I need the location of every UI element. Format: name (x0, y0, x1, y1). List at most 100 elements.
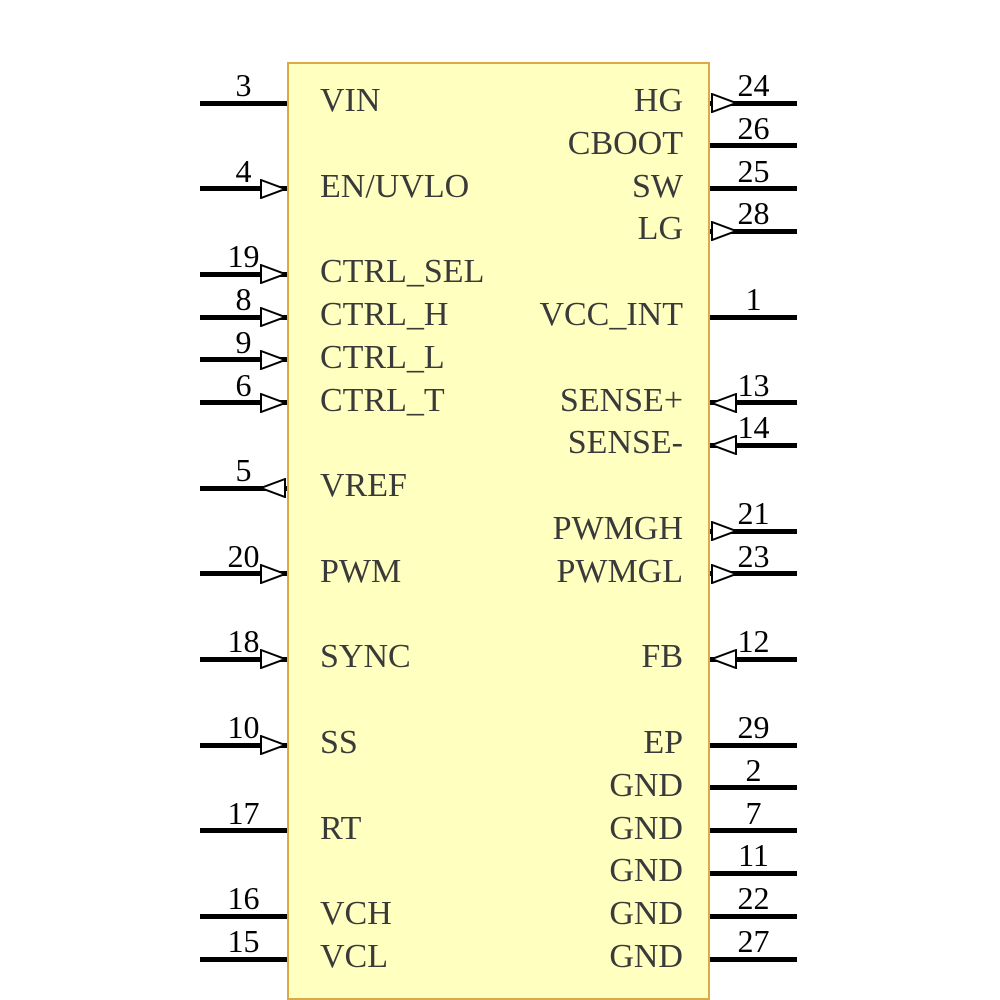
pin-line (710, 870, 797, 876)
pin-line (200, 314, 287, 320)
pin-line (710, 400, 797, 406)
pin-name: CTRL_SEL (320, 253, 485, 291)
output-arrow-icon (711, 220, 739, 242)
pin-line (710, 100, 797, 106)
pin-line (200, 186, 287, 192)
pin-number: 23 (737, 537, 770, 574)
pin-name: PWMGH (552, 510, 683, 547)
pin-line (710, 828, 797, 834)
pin-number: 29 (737, 709, 770, 745)
pin-name: CTRL_T (320, 381, 445, 419)
input-arrow-icon (260, 263, 288, 285)
input-arrow-icon (260, 648, 288, 670)
output-arrow-icon (711, 520, 739, 542)
pin-number: 25 (737, 152, 770, 189)
pin-number: 10 (227, 709, 260, 745)
input-arrow-icon (260, 734, 288, 756)
pin-line (710, 143, 797, 149)
pin-number: 19 (227, 238, 260, 275)
output-arrow-icon (711, 92, 739, 114)
pin-name: SENSE+ (559, 381, 683, 419)
pin-name: SENSE- (567, 424, 683, 462)
pin-name: SW (632, 167, 683, 205)
output-arrow-icon (258, 477, 286, 499)
pin-name: VCC_INT (539, 296, 683, 333)
input-arrow-icon (260, 563, 288, 585)
input-arrow-icon (260, 178, 288, 200)
pin-number: 5 (235, 452, 252, 489)
pin-line (710, 956, 797, 962)
pin-line (710, 528, 797, 534)
pin-line (200, 357, 287, 363)
pin-number: 11 (738, 837, 769, 874)
pin-line (200, 656, 287, 662)
pin-number: 27 (737, 923, 770, 959)
pin-name: RT (320, 809, 362, 847)
pin-line (710, 186, 797, 192)
pin-number: 24 (737, 67, 770, 103)
pin-name: SS (320, 724, 358, 761)
pin-line (710, 571, 797, 577)
pin-line (200, 742, 287, 748)
input-arrow-icon (260, 349, 288, 371)
input-arrow-icon (709, 434, 737, 456)
pin-line (200, 271, 287, 277)
pin-number: 17 (227, 794, 260, 831)
pin-number: 4 (235, 152, 252, 189)
pin-line (200, 828, 287, 834)
pin-number: 6 (235, 366, 252, 403)
pin-name: VCH (320, 895, 392, 933)
pin-name: GND (609, 766, 683, 804)
pin-number: 9 (235, 323, 252, 360)
pin-number: 20 (227, 537, 260, 574)
pin-name: CBOOT (567, 124, 683, 162)
pin-number: 13 (737, 366, 770, 403)
pin-number: 14 (737, 409, 770, 446)
pin-name: EN/UVLO (320, 167, 470, 205)
pin-number: 18 (227, 623, 260, 660)
pin-line (710, 913, 797, 919)
pin-line (200, 913, 287, 919)
pin-number: 8 (235, 281, 252, 317)
pin-line (710, 442, 797, 448)
pin-line (200, 956, 287, 962)
pin-number: 26 (737, 109, 770, 146)
component-body (287, 62, 710, 1000)
pin-number: 3 (235, 67, 252, 103)
pin-number: 2 (745, 751, 762, 788)
pin-number: 7 (745, 794, 762, 831)
pin-number: 28 (737, 195, 770, 232)
pin-number: 1 (745, 281, 762, 317)
pin-name: GND (609, 938, 683, 975)
pin-line (200, 100, 287, 106)
pin-line (710, 314, 797, 320)
pin-name: VIN (320, 82, 381, 119)
input-arrow-icon (709, 392, 737, 414)
pin-name: VCL (320, 938, 388, 975)
pin-name: GND (609, 895, 683, 933)
pin-line (200, 485, 287, 491)
input-arrow-icon (709, 648, 737, 670)
pin-line (710, 742, 797, 748)
pin-number: 21 (737, 495, 770, 531)
pin-line (710, 785, 797, 791)
pin-line (200, 571, 287, 577)
pin-name: HG (633, 82, 683, 119)
pin-number: 15 (227, 923, 260, 959)
pin-line (710, 228, 797, 234)
pin-number: 16 (227, 880, 260, 917)
pin-line (200, 400, 287, 406)
output-arrow-icon (711, 563, 739, 585)
pin-name: EP (643, 724, 683, 761)
pin-number: 22 (737, 880, 770, 917)
pin-name: GND (609, 809, 683, 847)
pin-name: VREF (320, 467, 407, 505)
pin-name: FB (641, 638, 683, 676)
pin-number: 12 (737, 623, 770, 660)
pin-name: CTRL_H (320, 296, 449, 333)
pin-line (710, 656, 797, 662)
pin-name: GND (609, 852, 683, 890)
input-arrow-icon (260, 392, 288, 414)
pin-name: CTRL_L (320, 338, 445, 376)
